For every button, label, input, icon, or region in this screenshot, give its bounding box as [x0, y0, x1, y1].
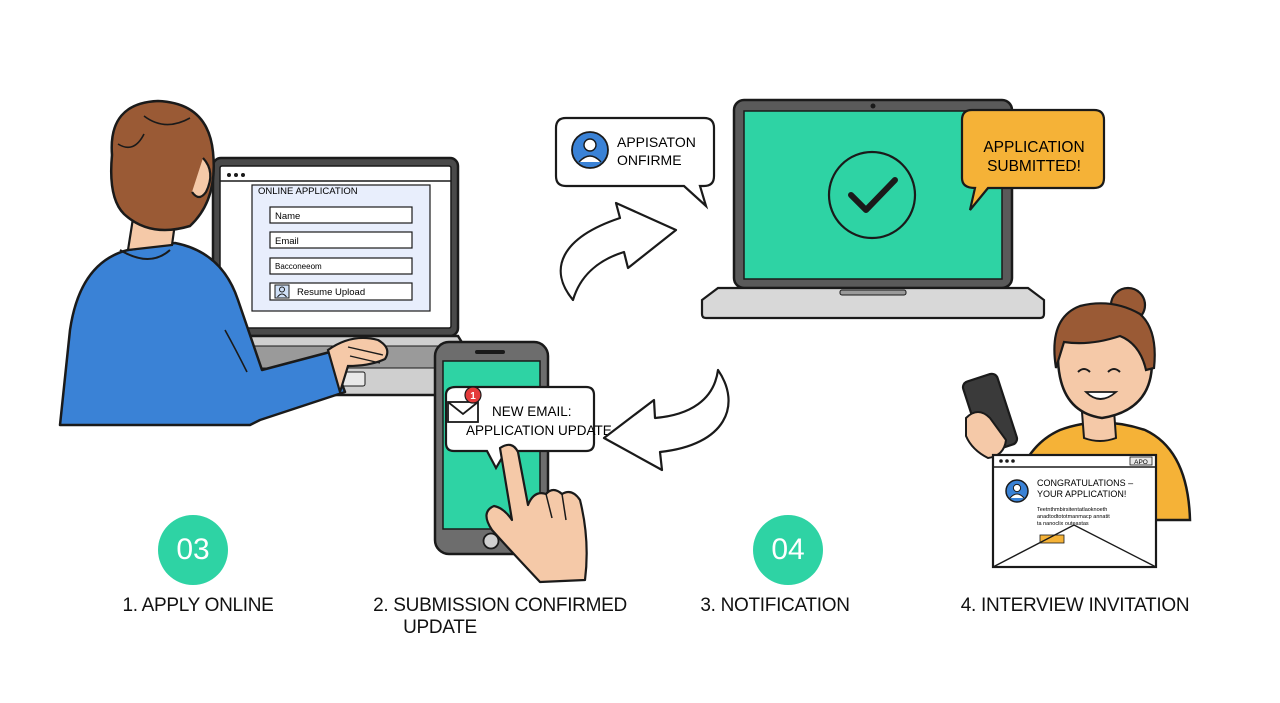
callout-line-2: SUBMITTED!: [987, 158, 1081, 175]
confirmation-bubble-line-2: ONFIRME: [617, 152, 682, 168]
step-label-4: 4. INTERVIEW INVITATION: [960, 595, 1190, 616]
svg-text:Name: Name: [275, 211, 300, 222]
scene-interview-invitation: APO CONGRATULATIONS – YOUR APPLICATION! …: [961, 286, 1192, 569]
woman-phone: [961, 372, 1019, 460]
form-title: ONLINE APPLICATION: [258, 186, 358, 197]
bubble-line-1: NEW EMAIL:: [492, 404, 572, 419]
confirmation-bubble-line-1: APPISATON: [617, 134, 696, 150]
letter-line-2: YOUR APPLICATION!: [1037, 489, 1126, 499]
step-label-1: 1. APPLY ONLINE: [122, 595, 274, 616]
bubble-line-2: APPLICATION UPDATE: [466, 423, 612, 438]
scene-submission-confirmed: 1 NEW EMAIL: APPLICATION UPDATE: [433, 340, 612, 584]
letter-line-1: CONGRATULATIONS –: [1037, 478, 1133, 488]
notification-dot: [464, 386, 482, 404]
svg-text:Bacconeeom: Bacconeeom: [275, 262, 322, 271]
arrow-lower-curved: [602, 368, 730, 472]
man-typing-illustration: [58, 99, 389, 427]
letter-body-1: Teetnthmbirsitentatlaoknoeth: [1037, 507, 1107, 513]
callout-line-1: APPLICATION: [983, 139, 1084, 156]
letter-action-button[interactable]: [1039, 534, 1065, 544]
step-label-3: 3. NOTIFICATION: [700, 595, 850, 616]
step-badge-04: 04: [753, 515, 823, 585]
letter-avatar-icon: [1005, 479, 1029, 503]
letter-body-3: ta nanoclix outeastas: [1037, 521, 1089, 527]
arrow-upper-curved: [559, 201, 678, 302]
step-label-2: 2. SUBMISSION CONFIRMED UPDATE: [373, 595, 627, 638]
application-submitted-callout: APPLICATION SUBMITTED!: [960, 108, 1106, 211]
new-email-notification-bubble[interactable]: 1 NEW EMAIL: APPLICATION UPDATE: [444, 385, 612, 471]
step-badge-03: 03: [158, 515, 228, 585]
svg-text:Email: Email: [275, 236, 299, 247]
envelope-icon: [447, 401, 479, 423]
checkmark-icon: [827, 150, 917, 240]
svg-text:Resume Upload: Resume Upload: [297, 287, 365, 298]
form-field-email[interactable]: Email: [269, 231, 413, 249]
notification-count: 1: [470, 391, 476, 402]
form-field-name[interactable]: Name: [269, 206, 413, 224]
user-avatar-icon: [571, 131, 609, 169]
invitation-window: APO CONGRATULATIONS – YOUR APPLICATION! …: [991, 453, 1158, 569]
letter-body-2: anadtodtototmanmacp annatit: [1037, 514, 1110, 520]
form-field-extra[interactable]: Bacconeeom: [269, 257, 413, 275]
form-field-resume-upload[interactable]: Resume Upload: [269, 282, 413, 301]
confirmation-speech-bubble: APPISATON ONFIRME: [554, 116, 716, 210]
laptop-3: [700, 98, 1046, 320]
browser-tag: APO: [1134, 459, 1148, 466]
scene-apply-online: ONLINE APPLICATION Name Email Bacconeeom…: [58, 99, 482, 427]
scene-confirmation: APPISATON ONFIRME APPLICATION SUBMITTED!: [554, 98, 1106, 320]
tapping-hand-illustration: [485, 443, 588, 584]
